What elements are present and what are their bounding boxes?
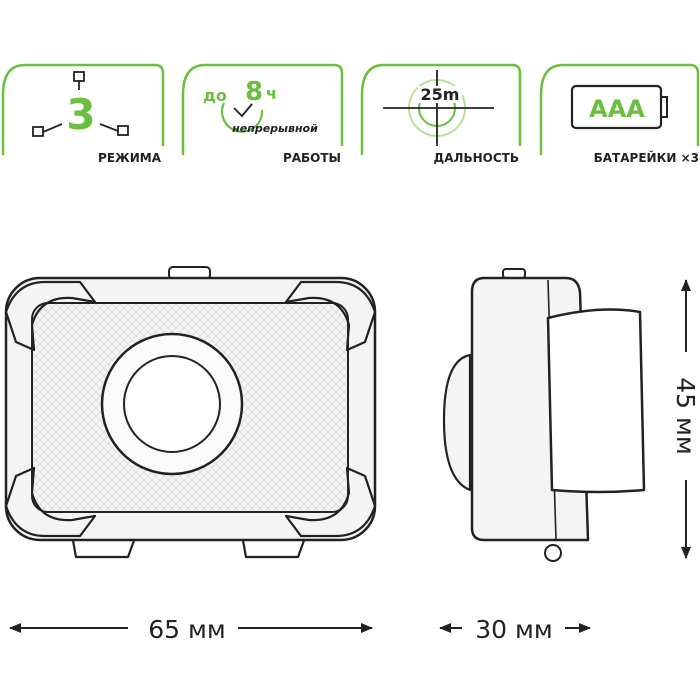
head-strap-clip (546, 308, 646, 494)
badge-range: 25m ДАЛЬНОСТЬ (360, 63, 522, 165)
range-value: 25m (421, 85, 460, 104)
badge-label-modes: РЕЖИМА (98, 151, 162, 165)
side-top-button (502, 268, 526, 279)
lens (123, 355, 221, 453)
runtime-hours: 8 (245, 77, 263, 107)
clock-icon (221, 102, 264, 133)
modes-icon (32, 71, 129, 137)
badge-label-range: ДАЛЬНОСТЬ (434, 151, 519, 165)
flashlight-front-view (4, 266, 377, 559)
runtime-unit: ч (266, 84, 277, 103)
badge-frame (360, 63, 522, 155)
badge-frame (181, 63, 344, 155)
runtime-sub: непрерывной (232, 122, 318, 135)
dimension-width: 65 мм (9, 615, 373, 644)
crosshair-icon (383, 70, 494, 146)
badge-battery: AAA БАТАРЕЙКИ ×3 (539, 63, 700, 165)
dimension-height: 45 мм (671, 279, 700, 559)
badge-runtime: до 8 ч непрерывной РАБОТЫ (181, 63, 344, 165)
runtime-prefix: до (203, 86, 227, 105)
modes-count: 3 (66, 90, 95, 139)
width-label: 65 мм (148, 615, 225, 644)
range-text-backing (418, 86, 462, 103)
depth-label: 30 мм (475, 615, 552, 644)
side-clip-pin (544, 544, 562, 562)
badge-modes: 3 РЕЖИМА (1, 63, 165, 165)
side-lens (442, 353, 472, 492)
badge-frame (1, 63, 165, 155)
badge-label-battery: БАТАРЕЙКИ ×3 (594, 150, 699, 165)
height-label: 45 мм (671, 377, 700, 454)
battery-icon: AAA (570, 84, 668, 130)
battery-type: AAA (589, 95, 645, 123)
dimension-depth: 30 мм (439, 615, 591, 644)
badge-frame (539, 63, 700, 155)
corner-bumpers (4, 280, 377, 538)
badge-label-runtime: РАБОТЫ (283, 151, 341, 165)
flashlight-side-view (442, 268, 646, 562)
